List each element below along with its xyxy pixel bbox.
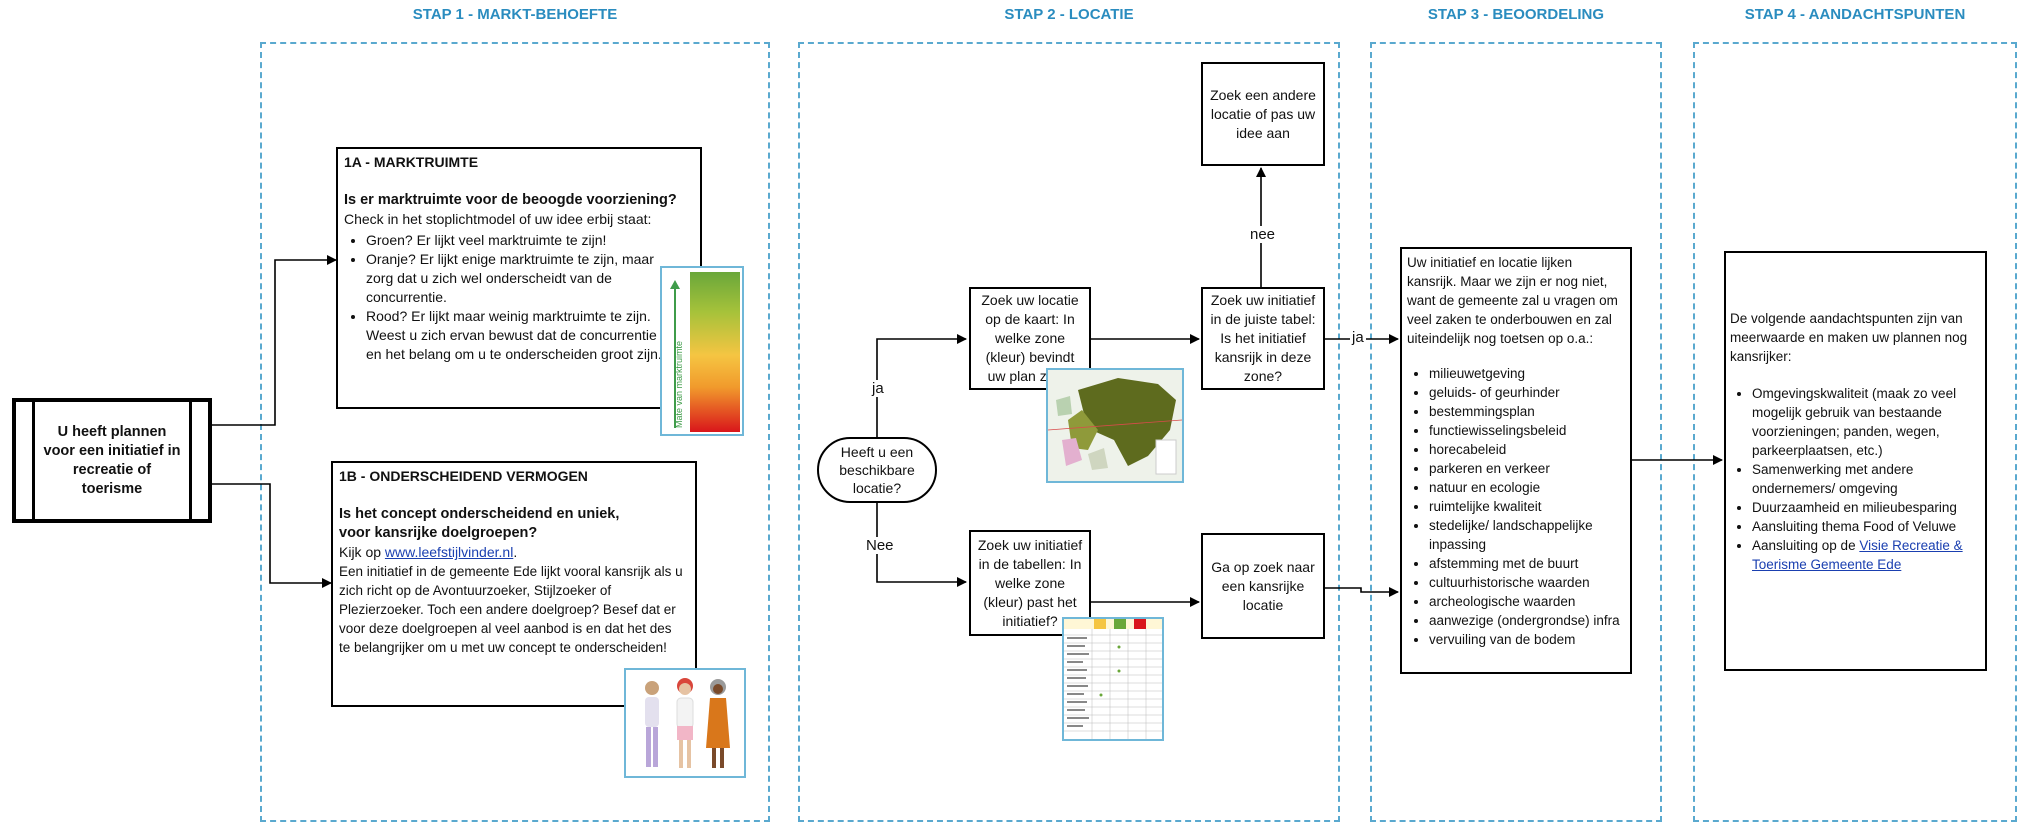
zone-map-thumbnail: [1046, 368, 1184, 483]
traffic-light-gauge: Mate van marktruimte: [660, 266, 744, 436]
step3-item: geluids- of geurhinder: [1429, 383, 1625, 402]
table-box-text: Zoek uw initiatief in de tabellen: In we…: [977, 536, 1083, 629]
step3-intro: Uw initiatief en locatie lijken kansrijk…: [1407, 255, 1618, 346]
box-1b-link-suffix: .: [513, 544, 518, 560]
arrow-start-to-1a: [212, 255, 337, 426]
decision-yes-label: ja: [870, 380, 886, 397]
step4-visie-prefix: Aansluiting op de: [1752, 538, 1860, 553]
box-1a-item-green: Groen? Er lijkt veel marktruimte te zijn…: [366, 231, 676, 250]
step3-item: archeologische waarden: [1429, 592, 1625, 611]
stage-1-title: STAP 1 - MARKT-BEHOEFTE: [412, 6, 618, 23]
check-no-label: nee: [1248, 226, 1278, 243]
step3-item: parkeren en verkeer: [1429, 459, 1625, 478]
step4-item: Omgevingskwaliteit (maak zo veel mogelij…: [1752, 384, 1981, 460]
box-1a-marktruimte: 1A - MARKTRUIMTE Is er marktruimte voor …: [336, 147, 702, 409]
box-zoek-kansrijke-locatie: Ga op zoek naar een kansrijke locatie: [1201, 533, 1325, 639]
arrow-decision-to-map: [876, 334, 967, 437]
step4-item: Aansluiting thema Food of Veluwe: [1752, 517, 1981, 536]
box-1a-title: 1A - MARKTRUIMTE: [344, 154, 479, 170]
check-yes-label: ja: [1350, 329, 1366, 346]
step3-item: cultuurhistorische waarden: [1429, 573, 1625, 592]
zone-table-thumbnail: [1062, 617, 1164, 741]
leefstijlvinder-link[interactable]: www.leefstijlvinder.nl: [384, 544, 514, 560]
step3-item: milieuwetgeving: [1429, 364, 1625, 383]
stage-4-title: STAP 4 - AANDACHTSPUNTEN: [1744, 6, 1966, 23]
box-1a-intro: Check in het stoplichtmodel of uw idee e…: [344, 211, 652, 227]
check-box-text: Zoek uw initiatief in de juiste tabel: I…: [1210, 292, 1316, 384]
visie-recreatie-link[interactable]: Visie Recreatie & Toerisme Gemeente Ede: [1752, 538, 1963, 572]
box-1b-question: Is het concept onderscheidend en uniek, …: [339, 506, 620, 541]
box-juiste-tabel: Zoek uw initiatief in de juiste tabel: I…: [1201, 287, 1325, 390]
step3-item: stedelijke/ landschappelijke inpassing: [1429, 516, 1625, 554]
decision-text: Heeft u een beschikbare locatie?: [839, 444, 915, 496]
gauge-axis-label: Mate van marktruimte: [674, 340, 684, 428]
arrow-start-to-1b: [212, 483, 332, 588]
step4-list: Omgevingskwaliteit (maak zo veel mogelij…: [1730, 384, 1981, 574]
step3-item: bestemmingsplan: [1429, 402, 1625, 421]
box-1b-onderscheidend: 1B - ONDERSCHEIDEND VERMOGEN Is het conc…: [331, 461, 697, 707]
search-box-text: Ga op zoek naar een kansrijke locatie: [1211, 558, 1315, 613]
step3-item: horecabeleid: [1429, 440, 1625, 459]
box-stap3-beoordeling: Uw initiatief en locatie lijken kansrijk…: [1400, 247, 1632, 674]
box-1b-link-prefix: Kijk op: [339, 544, 385, 560]
box-1a-item-red: Rood? Er lijkt maar weinig marktruimte t…: [366, 307, 676, 364]
arrow-search-to-step3: [1325, 587, 1399, 597]
stage-3-title: STAP 3 - BEOORDELING: [1427, 6, 1605, 23]
map-box-text: Zoek uw locatie op de kaart: In welke zo…: [981, 292, 1079, 384]
stage-2-title: STAP 2 - LOCATIE: [1004, 6, 1134, 23]
people-illustration: [624, 668, 746, 778]
step4-item-visie: Aansluiting op de Visie Recreatie & Toer…: [1752, 536, 1981, 574]
step3-item: vervuiling van de bodem: [1429, 630, 1625, 649]
box-1a-list: Groen? Er lijkt veel marktruimte te zijn…: [344, 231, 676, 364]
step3-item: aanwezige (ondergrondse) infra: [1429, 611, 1625, 630]
step3-item: afstemming met de buurt: [1429, 554, 1625, 573]
arrow-decision-to-table: [876, 502, 967, 587]
box-1b-link-line: Kijk op www.leefstijlvinder.nl.: [339, 543, 689, 562]
step3-item: functiewisselingsbeleid: [1429, 421, 1625, 440]
box-andere-locatie: Zoek een andere locatie of pas uw idee a…: [1201, 62, 1325, 166]
other-box-text: Zoek een andere locatie of pas uw idee a…: [1210, 86, 1316, 141]
step4-item: Samenwerking met andere ondernemers/ omg…: [1752, 460, 1981, 498]
box-1b-body: Een initiatief in de gemeente Ede lijkt …: [339, 564, 683, 655]
box-1a-question: Is er marktruimte voor de beoogde voorzi…: [344, 192, 677, 208]
start-text: U heeft plannen voor een initiatief in r…: [43, 423, 181, 497]
start-box: U heeft plannen voor een initiatief in r…: [12, 398, 212, 523]
step4-intro: De volgende aandachtspunten zijn van mee…: [1730, 311, 1968, 364]
decision-beschikbare-locatie: Heeft u een beschikbare locatie?: [817, 437, 937, 503]
box-1b-title: 1B - ONDERSCHEIDEND VERMOGEN: [339, 468, 588, 484]
decision-no-label: Nee: [864, 537, 896, 554]
step4-item: Duurzaamheid en milieubesparing: [1752, 498, 1981, 517]
step3-item: ruimtelijke kwaliteit: [1429, 497, 1625, 516]
step3-list: milieuwetgeving geluids- of geurhinder b…: [1407, 364, 1625, 649]
step3-item: natuur en ecologie: [1429, 478, 1625, 497]
box-stap4-aandachtspunten: De volgende aandachtspunten zijn van mee…: [1724, 251, 1987, 671]
box-1a-item-orange: Oranje? Er lijkt enige marktruimte te zi…: [366, 250, 676, 307]
